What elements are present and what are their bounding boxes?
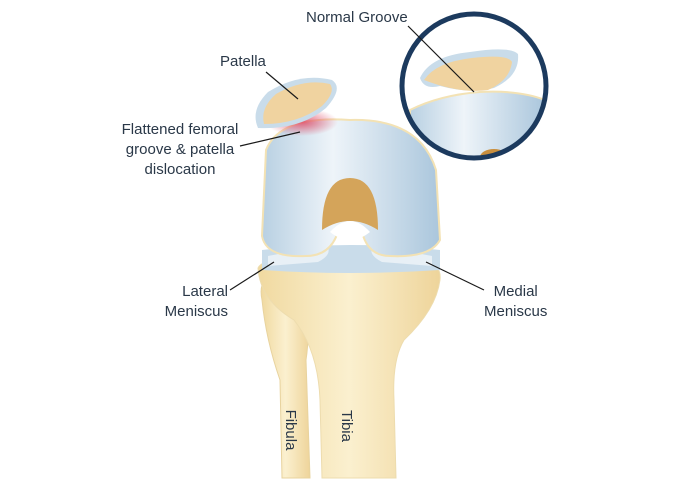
label-lateral-line2: Meniscus <box>164 303 228 320</box>
label-normal-groove: Normal Groove <box>306 9 408 26</box>
label-lateral-meniscus: Lateral Meniscus <box>130 282 228 322</box>
label-flattened-line3: dislocation <box>144 161 216 178</box>
label-medial-line1: Medial <box>493 283 538 300</box>
leader-lines <box>229 25 485 291</box>
intercondylar-notch <box>322 178 378 230</box>
label-lateral-line1: Lateral <box>182 283 228 300</box>
label-flattened-line2: groove & patella <box>125 141 235 158</box>
inset-circle-border <box>399 11 549 161</box>
normal-groove-inset <box>403 15 545 157</box>
label-patella: Patella <box>220 53 266 70</box>
label-flattened-groove: Flattened femoral groove & patella dislo… <box>100 120 260 180</box>
label-medial-line2: Meniscus <box>484 303 548 320</box>
label-flattened-line1: Flattened femoral <box>121 121 239 138</box>
label-fibula: Fibula <box>282 409 299 451</box>
label-medial-meniscus: Medial Meniscus <box>484 282 547 322</box>
label-tibia: Tibia <box>338 410 355 442</box>
